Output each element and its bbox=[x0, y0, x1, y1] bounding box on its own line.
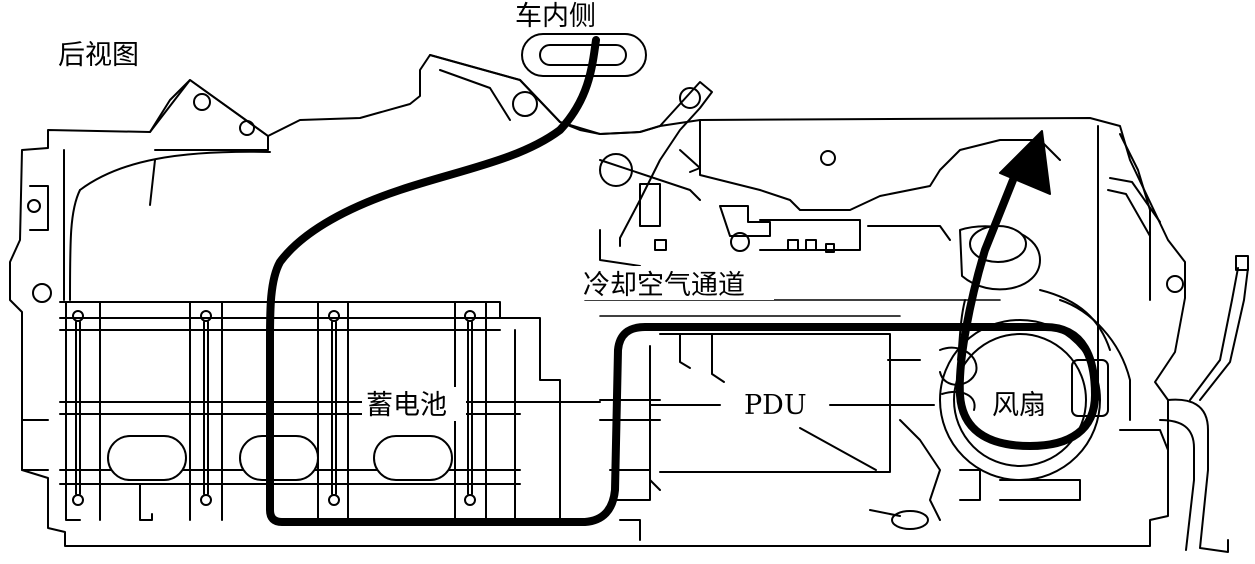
cooling-air-duct-label: 冷却空气通道 bbox=[583, 270, 745, 301]
flow-arrow-head bbox=[999, 130, 1051, 195]
cabin-side-inlet-bracket bbox=[429, 33, 713, 247]
leader-lines bbox=[649, 404, 935, 471]
left-mounting-bracket bbox=[69, 79, 271, 301]
battery-label: 蓄电池 bbox=[366, 390, 447, 421]
housing-outline bbox=[9, 54, 1186, 547]
pdu-box bbox=[599, 333, 941, 541]
battery-module-frame bbox=[59, 301, 601, 521]
pdu-label: PDU bbox=[744, 390, 807, 421]
cooling-air-flow-path bbox=[266, 36, 1099, 526]
flow-inlet-downdraft bbox=[266, 36, 1099, 526]
text-labels: 后视图 车内侧 冷却空气通道 蓄电池 PDU 风扇 bbox=[58, 0, 1060, 421]
rear-view-label: 后视图 bbox=[58, 40, 139, 71]
middle-duct-detail bbox=[584, 119, 1061, 317]
fan-label-bg bbox=[988, 388, 1060, 420]
fan-label: 风扇 bbox=[992, 390, 1046, 421]
pdu-label-bg bbox=[738, 388, 822, 420]
cooling-duct-label-bg bbox=[580, 266, 774, 300]
battery-label-bg bbox=[362, 387, 466, 421]
cabin-side-label-bg bbox=[512, 0, 608, 30]
cabin-side-label: 车内侧 bbox=[515, 1, 596, 32]
